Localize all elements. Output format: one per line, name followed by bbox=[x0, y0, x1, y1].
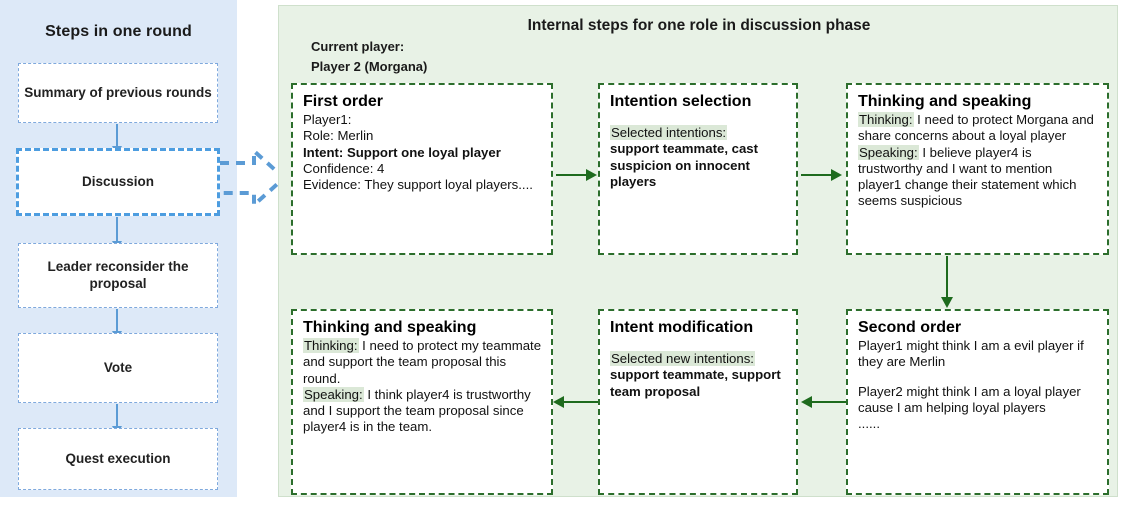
first-order-line2: Role: Merlin bbox=[303, 128, 374, 144]
first-order-confidence: Confidence: 4 bbox=[303, 160, 385, 176]
arrow-intention-to-thinking bbox=[801, 169, 843, 181]
arrow-second-order-to-intent-modification bbox=[801, 396, 846, 408]
box-intention-selection[interactable]: Intention selection Selected intentions:… bbox=[598, 83, 798, 255]
box-thinking-and-speaking-bottom[interactable]: Thinking and speaking Thinking: I need t… bbox=[291, 309, 553, 495]
box-title: Second order bbox=[858, 319, 962, 336]
first-order-intent: Intent: Support one loyal player bbox=[303, 144, 501, 160]
spacer bbox=[610, 338, 787, 351]
arrow-thinking-to-second-order bbox=[941, 256, 953, 308]
thinking-bottom: Thinking: I need to protect my teammate … bbox=[303, 338, 542, 386]
box-second-order[interactable]: Second order Player1 might think I am a … bbox=[846, 309, 1109, 495]
box-intent-modification[interactable]: Intent modification Selected new intenti… bbox=[598, 309, 798, 495]
steps-in-one-round-panel: Steps in one round Summary of previous r… bbox=[0, 0, 237, 497]
speaking-top: Speaking: I believe player4 is trustwort… bbox=[858, 144, 1077, 209]
intent-modification-label: Selected new intentions: bbox=[610, 351, 755, 367]
right-panel-title: Internal steps for one role in discussio… bbox=[527, 17, 871, 34]
current-player-value: Player 2 (Morgana) bbox=[311, 58, 428, 74]
box-thinking-and-speaking-top[interactable]: Thinking and speaking Thinking: I need t… bbox=[846, 83, 1109, 255]
spacer bbox=[610, 112, 787, 125]
step-summary-of-previous-rounds[interactable]: Summary of previous rounds bbox=[18, 63, 218, 123]
internal-steps-panel: Internal steps for one role in discussio… bbox=[278, 5, 1118, 497]
thinking-top: Thinking: I need to protect Morgana and … bbox=[858, 112, 1094, 144]
step-label: Discussion bbox=[81, 173, 155, 189]
box-title: Thinking and speaking bbox=[858, 93, 1032, 110]
step-label: Summary of previous rounds bbox=[24, 84, 212, 100]
first-order-line1: Player1: bbox=[303, 112, 352, 128]
step-quest-execution[interactable]: Quest execution bbox=[18, 428, 218, 490]
step-label: Leader reconsider the proposal bbox=[47, 258, 189, 291]
second-order-para1: Player1 might think I am a evil player i… bbox=[858, 338, 1084, 370]
arrow-intent-modification-to-thinking bbox=[553, 396, 598, 408]
box-first-order[interactable]: First order Player1: Role: Merlin Intent… bbox=[291, 83, 553, 255]
step-label: Vote bbox=[103, 359, 133, 375]
second-order-para3: ...... bbox=[858, 416, 880, 432]
box-title: Intention selection bbox=[610, 93, 752, 110]
step-arrow-3 bbox=[112, 309, 122, 340]
second-order-para2: Player2 might think I am a loyal player … bbox=[858, 383, 1081, 415]
spacer bbox=[858, 371, 1098, 384]
step-label: Quest execution bbox=[65, 450, 171, 466]
speaking-bottom: Speaking: I think player4 is trustworthy… bbox=[303, 386, 531, 435]
intention-selection-label: Selected intentions: bbox=[610, 125, 728, 141]
first-order-evidence: Evidence: They support loyal players.... bbox=[303, 177, 533, 193]
step-arrow-2 bbox=[112, 217, 122, 250]
left-panel-title: Steps in one round bbox=[45, 23, 192, 40]
box-title: Intent modification bbox=[610, 319, 754, 336]
box-title: Thinking and speaking bbox=[303, 319, 477, 336]
step-vote[interactable]: Vote bbox=[18, 333, 218, 403]
current-player-label: Current player: bbox=[311, 39, 405, 54]
step-discussion[interactable]: Discussion bbox=[16, 148, 220, 216]
step-leader-reconsider-the-proposal[interactable]: Leader reconsider the proposal bbox=[18, 243, 218, 308]
box-title: First order bbox=[303, 93, 384, 110]
arrow-first-order-to-intention bbox=[556, 169, 598, 181]
step-arrow-4 bbox=[112, 404, 122, 435]
intent-modification-value: support teammate, support team proposal bbox=[610, 367, 781, 399]
current-player-info: Current player: Player 2 (Morgana) bbox=[311, 37, 427, 76]
step-arrow-1 bbox=[112, 124, 122, 155]
intention-selection-value: support teammate, cast suspicion on inno… bbox=[610, 141, 759, 189]
